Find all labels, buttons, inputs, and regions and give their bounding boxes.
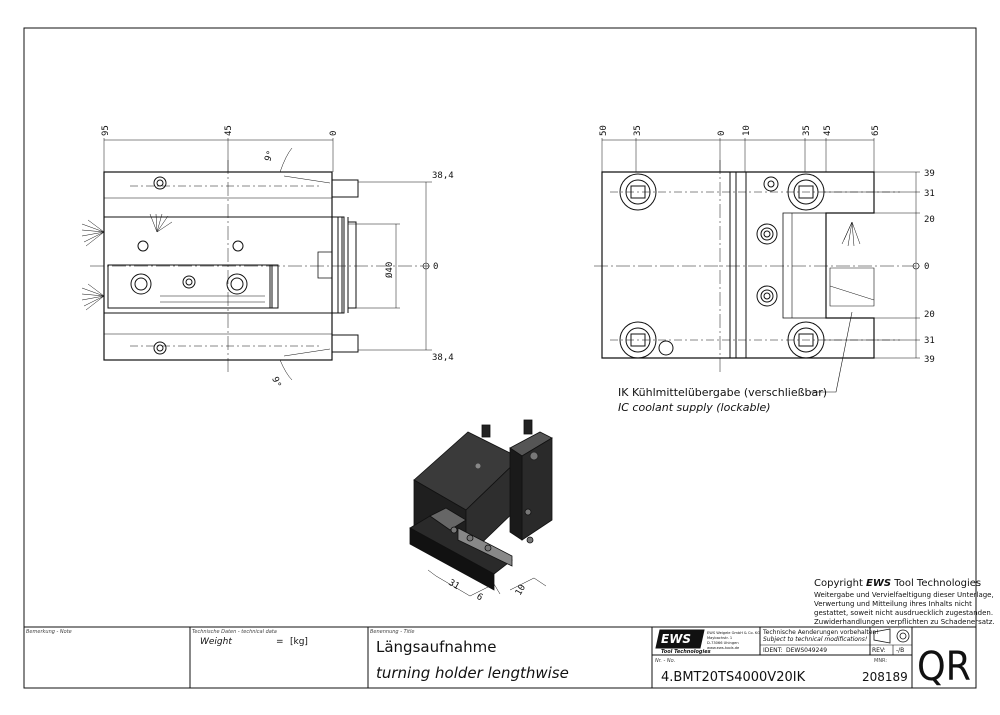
side-dim-31-bottom: 31 [924, 336, 935, 346]
dim-38-4-top: 38,4 [432, 171, 454, 181]
sheet-border [23, 27, 977, 689]
copyright-line-4: Zuwiderhandlungen verpflichten zu Schade… [814, 618, 995, 626]
side-dim-20-top: 20 [924, 215, 935, 225]
part-number: 4.BMT20TS4000V20IK [661, 670, 806, 685]
weight-unit: [kg] [290, 637, 308, 647]
weight-label: Weight [200, 637, 232, 647]
notice-de: Technische Aenderungen vorbehalten! [762, 629, 879, 636]
copyright-prefix: Copyright [814, 578, 866, 589]
side-dim-20-bottom: 20 [924, 310, 935, 320]
side-dim-39-bottom: 39 [924, 355, 935, 365]
dim-diameter: Ø40 [384, 262, 395, 278]
qr-mark: QR [917, 644, 971, 690]
copyright-line-3: gestattet, soweit nicht ausdruecklich zu… [814, 609, 993, 617]
front-view [81, 138, 432, 381]
copyright-brand: EWS [866, 578, 891, 589]
mnr-value: 208189 [862, 670, 908, 684]
side-dim-0-right: 0 [924, 262, 929, 272]
copyright-suffix: Tool Technologies [891, 578, 981, 589]
tech-data-label: Technische Daten - technical data [192, 629, 277, 635]
notice-en: Subject to technical modifications! [763, 636, 867, 643]
copyright-block: Copyright EWS Tool Technologies Weiterga… [814, 578, 995, 626]
isometric-view [409, 419, 553, 597]
angle-top: 9° [263, 149, 276, 163]
ews-logo: EWS [661, 632, 691, 646]
note-label: Bemerkung - Note [26, 629, 72, 635]
side-view [594, 138, 920, 393]
rev-label: REV: [872, 647, 886, 654]
iso-dim-6: 6 [475, 592, 485, 603]
title-en: turning holder lengthwise [376, 664, 569, 682]
mnr-label: MNR: [874, 658, 887, 664]
dim-0-right: 0 [433, 262, 438, 272]
title-block [24, 626, 976, 688]
dim-38-4-bottom: 38,4 [432, 353, 454, 363]
weight-equals: = [276, 637, 284, 647]
dim-0-top: 0 [329, 131, 339, 136]
iso-dim-31: 31 [447, 578, 461, 592]
title-de: Längsaufnahme [376, 638, 496, 656]
copyright-line-1: Weitergabe und Vervielfaeltigung dieser … [814, 591, 994, 599]
title-block-text: Bemerkung - Note Technische Daten - tech… [26, 629, 971, 690]
side-view-dimensions: 50 35 0 10 35 45 65 39 31 20 0 20 31 39 … [599, 125, 935, 414]
front-view-dimensions: 95 45 0 9° 9° 38,4 0 38,4 Ø40 [101, 125, 454, 389]
rev-value: -/B [896, 647, 904, 654]
side-dim-50: 50 [599, 125, 609, 136]
coolant-note-en: IC coolant supply (lockable) [618, 401, 771, 414]
company-line-1: EWS Weigele GmbH & Co. KG [707, 631, 760, 635]
side-dim-39-top: 39 [924, 169, 935, 179]
company-line-3: D-73066 Uhingen [707, 641, 739, 645]
company-line-2: Maybachstr. 1 [707, 636, 732, 640]
ident-value: DEWS049249 [786, 647, 827, 654]
iso-dim-10: 10 [514, 583, 528, 597]
number-label: Nr. - No. [655, 658, 675, 664]
angle-bottom: 9° [269, 376, 282, 390]
side-dim-10: 10 [742, 125, 752, 136]
side-dim-35-right: 35 [802, 125, 812, 136]
ident-label: IDENT: [763, 647, 783, 654]
coolant-note-de: IK Kühlmittelübergabe (verschließbar) [618, 386, 827, 399]
copyright-line-2: Verwertung und Mitteilung ihres Inhalts … [814, 600, 972, 608]
company-line-4: www.ews-tools.de [707, 646, 740, 650]
side-dim-35-left: 35 [633, 125, 643, 136]
side-dim-31-top: 31 [924, 189, 935, 199]
title-label: Benennung - Title [370, 629, 414, 635]
side-dim-45: 45 [823, 125, 833, 136]
side-dim-0: 0 [717, 131, 727, 136]
ews-logo-sub: Tool Technologies [661, 649, 711, 655]
dim-45: 45 [224, 125, 234, 136]
dim-95: 95 [101, 125, 111, 136]
side-dim-65: 65 [871, 125, 881, 136]
isometric-dimensions: 31 6 10 [447, 578, 529, 603]
svg-text:Copyright EWS Tool Technologie: Copyright EWS Tool Technologies [814, 578, 981, 589]
